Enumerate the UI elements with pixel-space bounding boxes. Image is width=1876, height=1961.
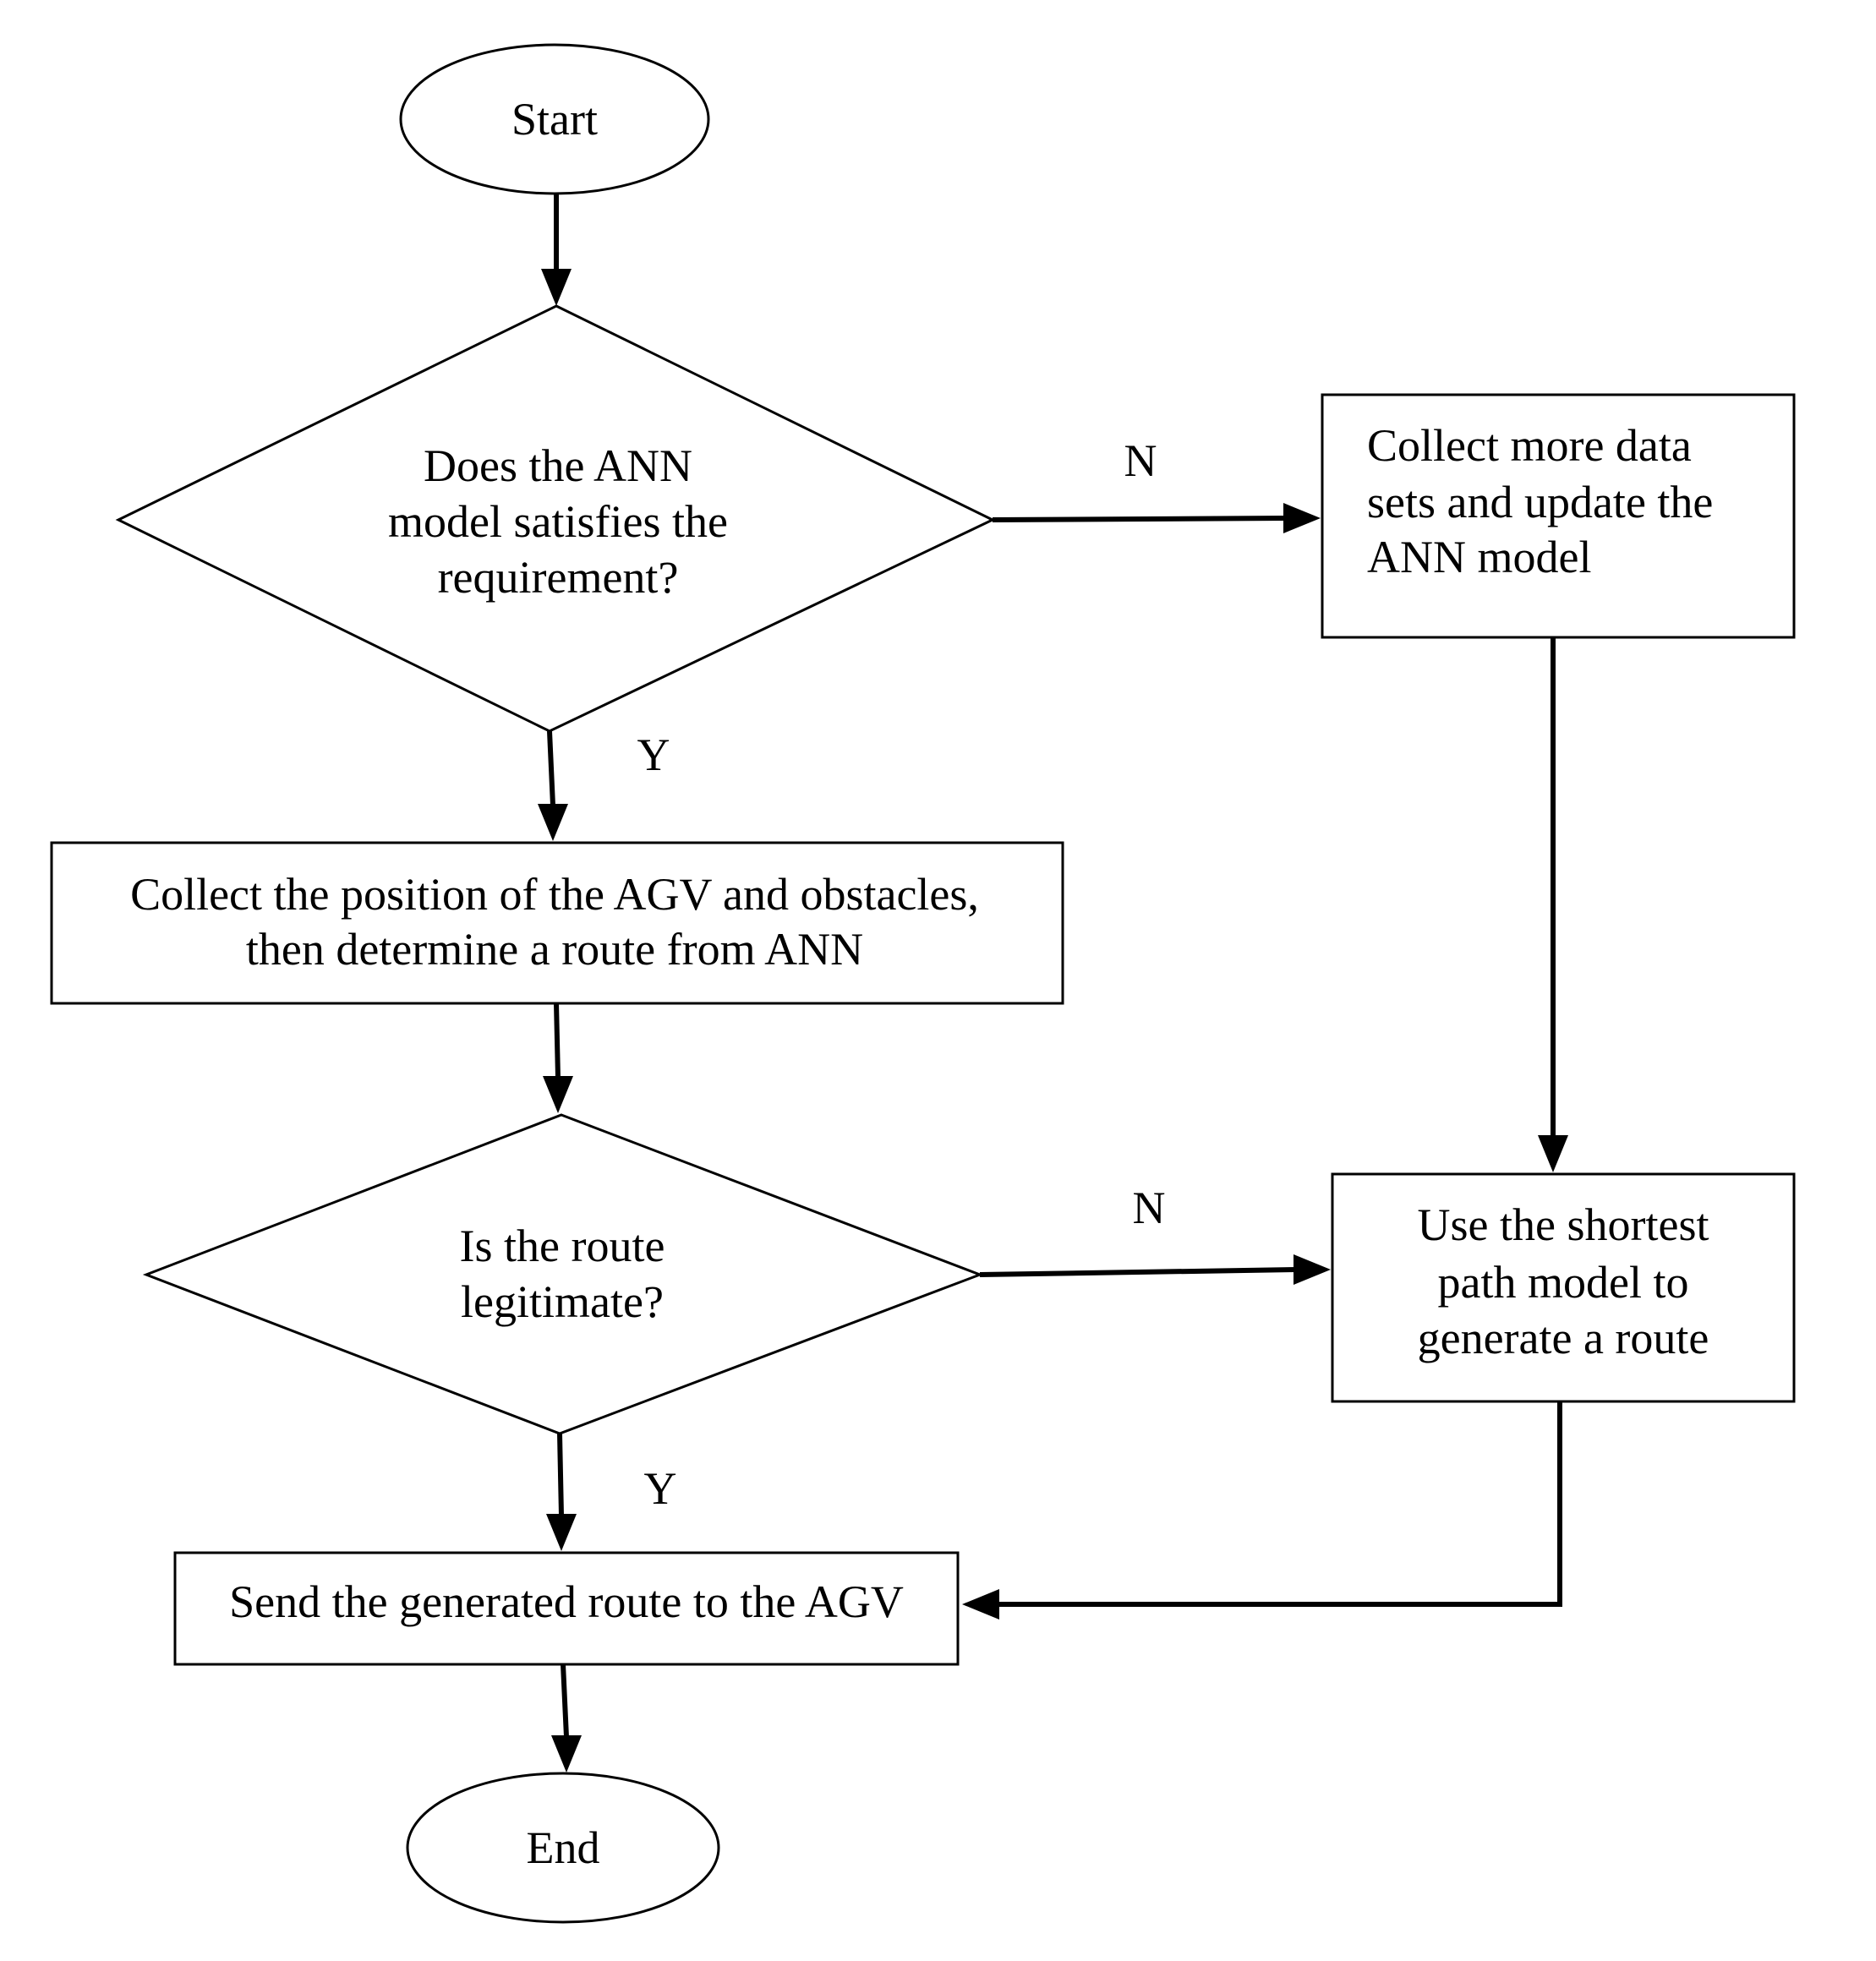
edge-collect-position-to-decision-route <box>543 1002 573 1113</box>
decision-ann-node: Does the ANN model satisfies the require… <box>115 304 996 733</box>
collect-data-line-1: Collect more data <box>1367 420 1692 471</box>
decision-route-node: Is the route legitimate? <box>142 1113 984 1435</box>
collect-position-line-2: then determine a route from ANN <box>246 924 863 975</box>
shortest-path-node: Use the shortest path model to generate … <box>1331 1172 1796 1403</box>
decision-ann-line-1: Does the ANN <box>424 440 692 491</box>
decision-ann-line-2: model satisfies the <box>388 496 728 547</box>
collect-position-node: Collect the position of the AGV and obst… <box>50 841 1064 1005</box>
edge-send-route-to-end <box>551 1663 582 1773</box>
collect-data-line-2: sets and update the <box>1367 477 1713 527</box>
start-label: Start <box>511 94 598 145</box>
shortest-path-line-2: path model to <box>1438 1257 1689 1308</box>
start-node: Start <box>399 43 710 195</box>
decision-ann-line-3: requirement? <box>438 552 679 603</box>
arrowhead <box>541 269 572 306</box>
arrowhead <box>538 804 568 841</box>
decision-route-yes-label: Y <box>644 1463 677 1514</box>
edge-decision-ann-yes <box>538 730 568 841</box>
end-label: End <box>527 1822 600 1873</box>
decision-ann-yes-label: Y <box>637 729 670 780</box>
collect-position-shape <box>50 841 1064 1005</box>
edge-decision-route-yes <box>546 1433 577 1551</box>
arrowhead <box>543 1076 573 1113</box>
end-shape <box>406 1772 720 1924</box>
decision-ann-no-label: N <box>1124 435 1157 486</box>
collect-data-line-3: ANN model <box>1367 532 1591 582</box>
edge-start-to-decision <box>541 194 572 306</box>
collect-position-line-1: Collect the position of the AGV and obst… <box>130 869 979 920</box>
end-node: End <box>406 1772 720 1924</box>
arrowhead <box>1283 503 1321 533</box>
edge-decision-route-no <box>979 1254 1331 1285</box>
decision-route-line-2: legitimate? <box>461 1276 664 1327</box>
edge-shortest-path-to-send-route <box>962 1401 1562 1620</box>
send-route-label: Send the generated route to the AGV <box>229 1576 904 1627</box>
shortest-path-shape <box>1331 1172 1796 1403</box>
decision-route-shape <box>142 1113 984 1435</box>
shortest-path-line-1: Use the shortest <box>1418 1199 1709 1250</box>
edge-collect-data-to-shortest-path <box>1538 637 1568 1172</box>
arrowhead <box>546 1514 577 1551</box>
arrowhead <box>1294 1254 1331 1285</box>
edge-decision-ann-no <box>992 503 1321 533</box>
collect-data-node: Collect more data sets and update the AN… <box>1321 393 1796 639</box>
arrowhead <box>1538 1135 1568 1172</box>
send-route-node: Send the generated route to the AGV <box>173 1551 960 1666</box>
shortest-path-line-3: generate a route <box>1418 1313 1709 1363</box>
arrowhead <box>962 1589 999 1620</box>
decision-route-line-1: Is the route <box>460 1221 665 1271</box>
send-route-shape <box>173 1551 960 1666</box>
arrowhead <box>551 1735 582 1773</box>
decision-route-no-label: N <box>1133 1183 1166 1233</box>
collect-data-shape <box>1321 393 1796 639</box>
